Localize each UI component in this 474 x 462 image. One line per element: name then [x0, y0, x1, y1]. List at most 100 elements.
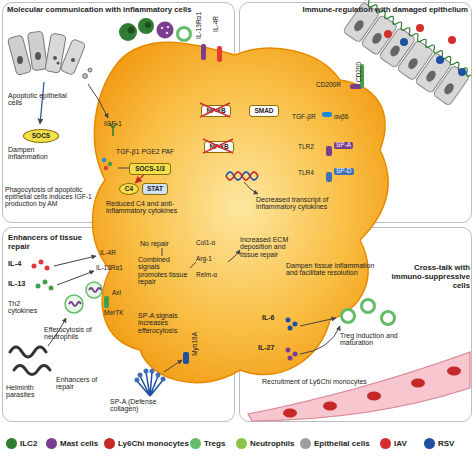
legend-swatch — [424, 438, 435, 449]
annotation-label: Efferocytosis of neutrophils — [44, 326, 104, 341]
sp-a-collagen — [135, 352, 190, 396]
legend-swatch — [236, 438, 247, 449]
annotation-label: IL-13Rα1 — [196, 12, 203, 39]
receptor-symbol — [108, 162, 112, 166]
annotation-label: TLR4 — [298, 170, 328, 177]
annotation-label: IL-4R — [100, 250, 130, 257]
treg-cells — [342, 310, 355, 323]
dna-icon — [226, 172, 258, 194]
legend-item: Neutrophils — [236, 436, 294, 450]
molecule-name: NF-κB — [206, 108, 225, 115]
repair-arrows — [162, 248, 163, 256]
annotation-label: Dampen inflammation — [8, 146, 68, 161]
inflammatory-cells — [167, 26, 170, 29]
molecule-oval: C4 — [119, 183, 139, 195]
neutrophil-cells — [104, 296, 109, 308]
annotation-label: SP-D — [334, 168, 354, 175]
legend-swatch — [190, 438, 201, 449]
annotation-label: Dampen tissue inflammation and facilitat… — [286, 262, 376, 277]
inflammatory-cells — [119, 23, 137, 41]
repair-arrows — [162, 248, 240, 268]
receptor-symbol — [217, 46, 222, 62]
annotation-label: MerTK — [104, 310, 134, 317]
annotation-label: Combined signals promotes tissue repair — [138, 256, 190, 285]
legend-item: Mast cells — [46, 436, 98, 450]
annotation-label: TGF-β1 PGE2 PAF — [116, 148, 206, 155]
annotation-label: TGF-βR — [292, 114, 332, 121]
repair-arrows — [228, 250, 240, 262]
inflammatory-cells — [161, 27, 164, 30]
apoptotic-epithelium — [57, 62, 60, 65]
treg-cells — [293, 352, 298, 357]
molecule-box: NF-κB — [204, 141, 234, 153]
annotation-label: Helminth parasites — [6, 384, 50, 399]
legend-text: ILC2 — [20, 439, 37, 448]
sp-a-collagen — [161, 377, 166, 382]
apoptotic-epithelium — [40, 82, 44, 124]
neutrophil-cells — [89, 288, 101, 292]
treg-cells — [300, 326, 340, 354]
repair-arrows — [190, 262, 196, 268]
virus-particles — [416, 24, 424, 32]
blood-vessel — [411, 379, 425, 388]
dna-icon — [226, 172, 258, 180]
sp-a-collagen — [150, 369, 155, 374]
sp-a-collagen — [137, 372, 163, 396]
annotation-label: CD200 — [356, 62, 363, 82]
annotation-label: IGF-1 — [104, 120, 134, 127]
molecule-oval: SOCS — [23, 129, 59, 143]
molecule-box: SMAD — [249, 105, 279, 117]
molecule-name: STAT — [147, 186, 163, 193]
th2-cytokines — [54, 256, 96, 266]
annotation-label: TLR2 — [298, 144, 328, 151]
legend-text: Ly6Chi monocytes — [118, 439, 189, 448]
annotation-label: Enhancers of repair — [56, 376, 98, 391]
legend-text: Mast cells — [60, 439, 98, 448]
neutrophil-cells — [65, 282, 109, 313]
legend-item: RSV — [424, 436, 454, 450]
legend-item: IAV — [380, 436, 407, 450]
annotation-label: Reduced C4 and anti-inflammatory cytokin… — [106, 200, 206, 215]
damaged-epithelium — [343, 0, 473, 106]
apoptotic-epithelium — [83, 74, 88, 79]
legend-swatch — [46, 438, 57, 449]
panel-heading: Enhancers of tissue repair — [8, 234, 88, 252]
receptor-symbol — [104, 166, 108, 170]
legend-item: Ly6Chi monocytes — [104, 436, 189, 450]
neutrophil-cells — [86, 282, 102, 298]
dna-icon — [226, 172, 258, 180]
annotation-label: αvβ6 — [334, 114, 364, 121]
sp-a-collagen — [144, 369, 149, 374]
th2-cytokines — [32, 264, 37, 269]
molecule-name: NF-κB — [209, 144, 228, 151]
legend-item: ILC2 — [6, 436, 37, 450]
virus-particles — [384, 24, 466, 76]
panel-heading: Cross-talk with immuno-suppressive cells — [380, 264, 470, 291]
annotation-label: No repair — [140, 240, 185, 247]
th2-cytokines — [32, 256, 97, 291]
receptor-symbol — [322, 112, 332, 117]
annotation-label: IL-6 — [262, 314, 282, 321]
inflammatory-cells — [157, 22, 174, 39]
annotation-label: IL-13Rα1 — [96, 265, 136, 272]
molecule-name: SOCS-1/3 — [135, 166, 165, 173]
inflammatory-cells — [145, 22, 151, 28]
damaged-epithelium — [352, 19, 365, 33]
inhibition-connector — [135, 175, 143, 183]
molecule-name: C4 — [125, 186, 133, 193]
treg-cells — [362, 300, 375, 313]
apoptotic-epithelium — [88, 68, 92, 72]
blood-vessel — [283, 409, 297, 418]
treg-cells — [293, 322, 298, 327]
annotation-label: Treg induction and maturation — [340, 332, 414, 347]
legend-item: Epithelial cells — [300, 436, 370, 450]
neutrophil-cells — [65, 295, 83, 313]
annotation-label: IL-4 — [8, 260, 38, 268]
annotation-label: CD200R — [316, 82, 356, 89]
inflammatory-cells — [128, 27, 135, 34]
th2-cytokines — [45, 266, 50, 271]
apoptotic-epithelium — [88, 84, 108, 118]
annotation-label: Arg-1 — [196, 256, 228, 263]
